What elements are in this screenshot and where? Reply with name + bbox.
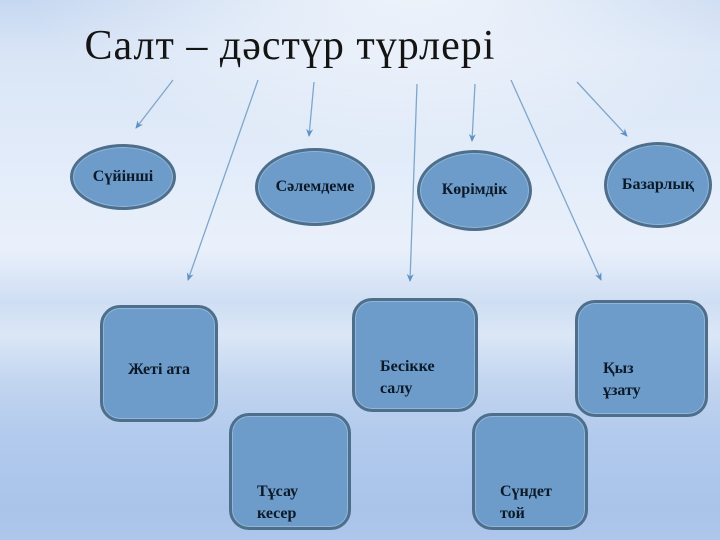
shape-label: Сүйінші [92,167,154,185]
shape-label: Сүндет той [500,482,552,523]
arrow-to-salemdeme [306,81,315,137]
shape-sundet-toi: Сүндет той [472,413,588,530]
shape-zheti-ata: Жеті ата [100,305,218,422]
slide-title: Салт – дәстүр түрлері [84,23,496,69]
shape-label: Сәлемдеме [275,177,355,195]
shape-label: Қыз ұзату [603,359,641,400]
arrow-to-zheti-ata [187,79,259,281]
shape-besikke-salu: Бесікке салу [352,298,478,412]
shape-bazarlyk: Базарлық [604,142,712,228]
shape-salemdeme: Сәлемдеме [255,148,375,226]
arrow-to-bazarlyk [576,81,628,137]
shape-korimdik: Көрімдік [417,150,532,231]
arrow-to-suyinshi [135,79,174,129]
arrow-to-besikke-salu [406,83,418,282]
shape-label: Жеті ата [128,360,191,378]
shape-kyz-uzatu: Қыз ұзату [575,300,708,417]
shape-label: Көрімдік [441,181,508,199]
arrow-to-korimdik [468,83,476,142]
shape-label: Тұсау кесер [257,482,299,523]
shape-tusau-keser: Тұсау кесер [229,413,351,530]
shape-label: Бесікке салу [380,357,435,398]
shape-label: Базарлық [621,175,695,193]
shape-suyinshi: Сүйінші [70,144,176,210]
